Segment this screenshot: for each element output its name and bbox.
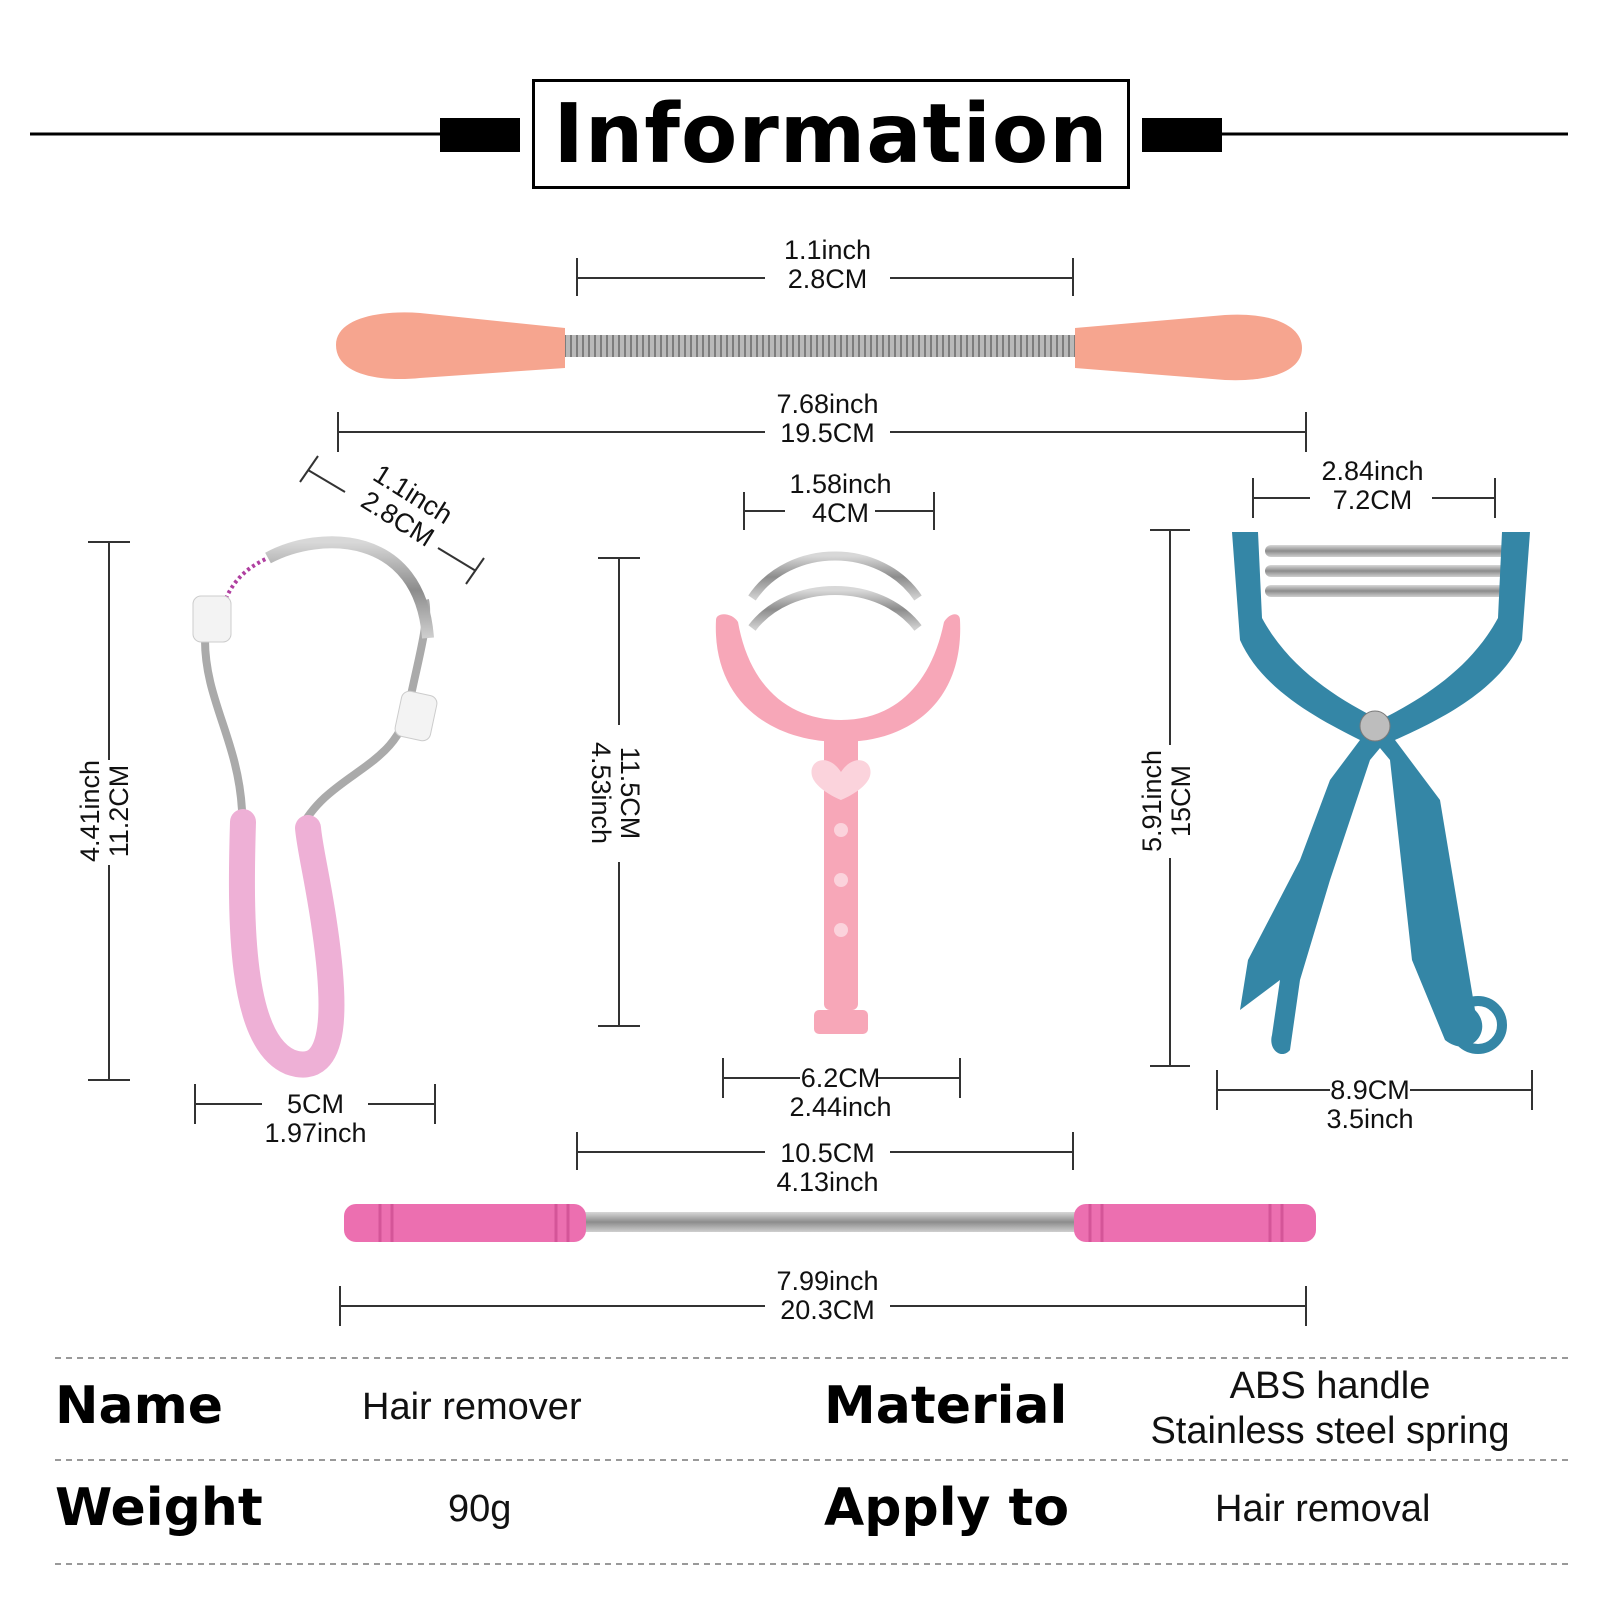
dim-label-spring-bottom-inner: 10.5CM 4.13inch [776,1138,879,1197]
name-label: Name [55,1376,224,1436]
weight-value: 90g [448,1488,512,1530]
header-rule [30,118,1568,152]
dim-label-loop-base: 6.2CM 2.44inch [789,1063,892,1122]
dim-label-tong-top: 2.84inch 7.2CM [1321,456,1424,515]
dimension-lines [88,258,1533,1326]
apply-label: Apply to [824,1478,1070,1538]
name-value: Hair remover [362,1386,582,1428]
weight-label: Weight [55,1478,263,1538]
spring-tool-magenta [344,1204,1316,1242]
dim-label-hook-base: 5CM 1.97inch [264,1089,367,1148]
dim-label-hook-height: 4.41inch 11.2CM [75,759,134,863]
dim-label-spring-bottom-total: 7.99inch 20.3CM [776,1266,879,1325]
material-value: ABS handle Stainless steel spring [1150,1365,1510,1452]
dim-label-spring-top-inner: 1.1inch 2.8CM [783,235,872,294]
dim-label-tong-base: 8.9CM 3.5inch [1326,1075,1414,1134]
dim-label-loop-top: 1.58inch 4CM [789,469,892,528]
dim-label-spring-top-total: 7.68inch 19.5CM [776,389,879,448]
tong-tool [1232,532,1530,1055]
spring-tool-peach [336,312,1302,381]
dim-label-loop-height: 11.5CM 4.53inch [586,741,645,845]
loop-tool [715,551,961,1034]
material-label: Material [824,1376,1068,1436]
header-box: Information [532,79,1130,189]
hook-tool [192,536,438,1078]
apply-value: Hair removal [1215,1488,1431,1530]
dim-label-tong-height: 5.91inch 15CM [1137,749,1196,853]
page-title: Information [553,86,1109,182]
